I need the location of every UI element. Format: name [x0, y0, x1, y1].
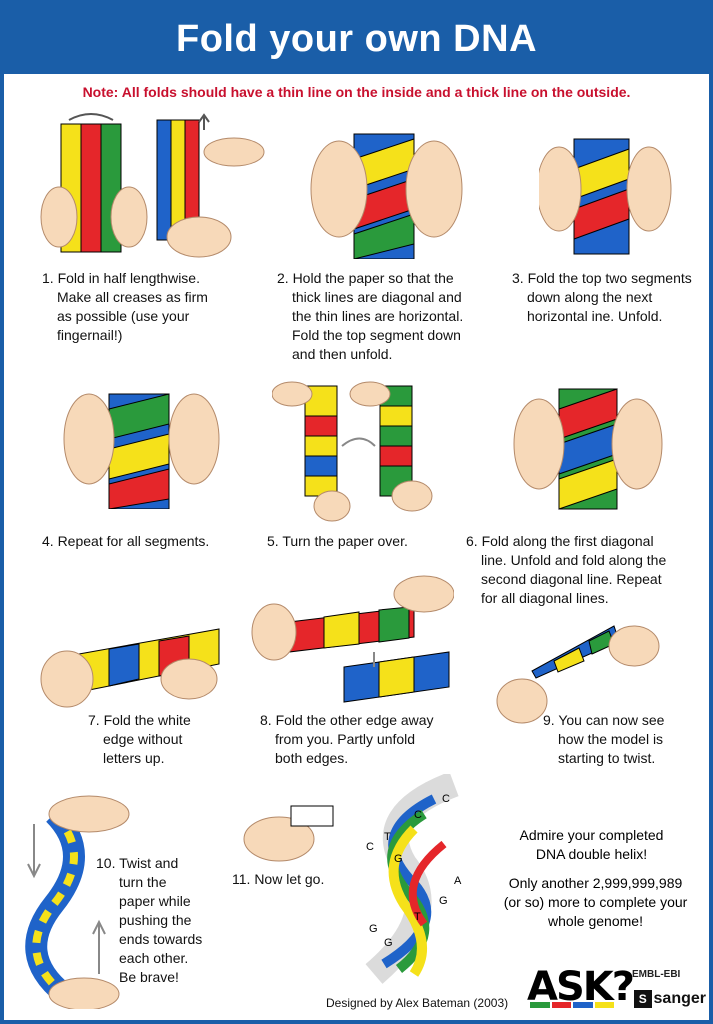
step-7-text: 7. Fold the white edge without letters u…	[88, 712, 191, 766]
helix-strand-yellow	[388, 825, 427, 977]
right-hand-icon	[405, 140, 463, 238]
hand-icon	[313, 490, 351, 522]
right-hand-icon	[608, 625, 660, 667]
ask-logo-color-bar	[530, 1002, 614, 1008]
hand-icon	[349, 381, 391, 407]
helix-letter: A	[454, 875, 462, 887]
paper-strip-back	[379, 385, 413, 497]
left-hand-icon	[40, 186, 78, 248]
helix-strand-red	[408, 840, 447, 927]
step-3-text: 3. Fold the top two segments down along …	[512, 270, 692, 324]
up-arrow-icon	[198, 113, 210, 130]
hand-icon	[243, 816, 315, 862]
top-hand-icon	[48, 795, 130, 833]
helix-letter: G	[394, 853, 403, 865]
step-6-text: 6. Fold along the first diagonal line. U…	[466, 533, 667, 606]
step-3-illustration	[539, 138, 672, 255]
paper-strip-front	[304, 385, 338, 497]
step-11-illustration	[243, 805, 334, 862]
helix-letter: C	[366, 841, 374, 853]
dna-helix-illustration: C C T G C A G T G G	[365, 774, 462, 984]
step-6-illustration	[513, 388, 663, 510]
right-hand-icon	[110, 186, 148, 248]
helix-letter: G	[369, 923, 378, 935]
embl-ebi-logo: EMBL-EBI	[632, 969, 681, 980]
right-hand-icon	[611, 398, 663, 490]
small-helix	[290, 805, 334, 827]
step-4-illustration	[63, 393, 220, 509]
paper-strip-right	[156, 119, 200, 241]
right-hand-icon	[160, 658, 218, 700]
pointing-hand-icon	[203, 137, 265, 167]
hand-icon	[391, 480, 433, 512]
left-hand-icon	[63, 393, 115, 485]
left-hand-icon	[251, 603, 297, 661]
step-2-text: 2. Hold the paper so that the thick line…	[277, 270, 464, 362]
right-hand-icon	[393, 575, 454, 613]
right-hand-icon	[168, 393, 220, 485]
step-5-text: 5. Turn the paper over.	[267, 533, 408, 549]
hand-icon	[272, 381, 313, 407]
sanger-wordmark: sanger	[653, 990, 706, 1007]
helix-letter: C	[414, 809, 422, 821]
right-hand-icon	[626, 146, 672, 232]
down-arrow-icon	[27, 824, 41, 879]
bottom-hand-icon	[48, 977, 120, 1009]
genome-message: Only another 2,999,999,989 (or so) more …	[503, 875, 688, 929]
helix-letter: G	[439, 895, 448, 907]
helix-letter: C	[442, 793, 450, 805]
step-8-text: 8. Fold the other edge away from you. Pa…	[260, 712, 434, 766]
helix-letter: G	[384, 937, 393, 949]
step-1-text: 1. Fold in half lengthwise. Make all cre…	[42, 270, 208, 343]
step-5-illustration	[272, 381, 433, 522]
page-title: Fold your own DNA	[4, 4, 709, 74]
turn-over-arrow-icon	[341, 437, 376, 447]
helix-letter: T	[384, 831, 391, 843]
step-9-text: 9. You can now see how the model is star…	[543, 712, 665, 766]
step-8-illustration	[251, 575, 454, 703]
left-hand-icon	[513, 398, 565, 490]
fold-arrow-icon	[68, 113, 114, 121]
step-11-text: 11. Now let go.	[232, 871, 325, 887]
sanger-logo: S sanger	[634, 988, 706, 1010]
helix-letter: T	[414, 911, 421, 923]
completion-message: Admire your completed DNA double helix!	[519, 827, 664, 862]
step-9-illustration	[496, 625, 660, 724]
author-credit: Designed by Alex Bateman (2003)	[326, 996, 509, 1010]
step-10-illustration	[25, 795, 130, 1009]
folding-note: Note: All folds should have a thin line …	[82, 84, 631, 100]
up-arrow-icon	[92, 919, 106, 974]
step-4-text: 4. Repeat for all segments.	[42, 533, 210, 549]
step-2-illustration	[310, 133, 463, 259]
left-hand-icon	[310, 140, 368, 238]
sanger-mark: S	[634, 990, 652, 1008]
step-10-text: 10. Twist and turn the paper while pushi…	[96, 855, 203, 985]
pressing-hand-icon	[166, 216, 232, 258]
left-hand-icon	[539, 146, 582, 232]
left-hand-icon	[496, 678, 548, 724]
step-7-illustration	[40, 628, 220, 708]
left-hand-icon	[40, 650, 94, 708]
step-1-illustration	[40, 113, 265, 258]
